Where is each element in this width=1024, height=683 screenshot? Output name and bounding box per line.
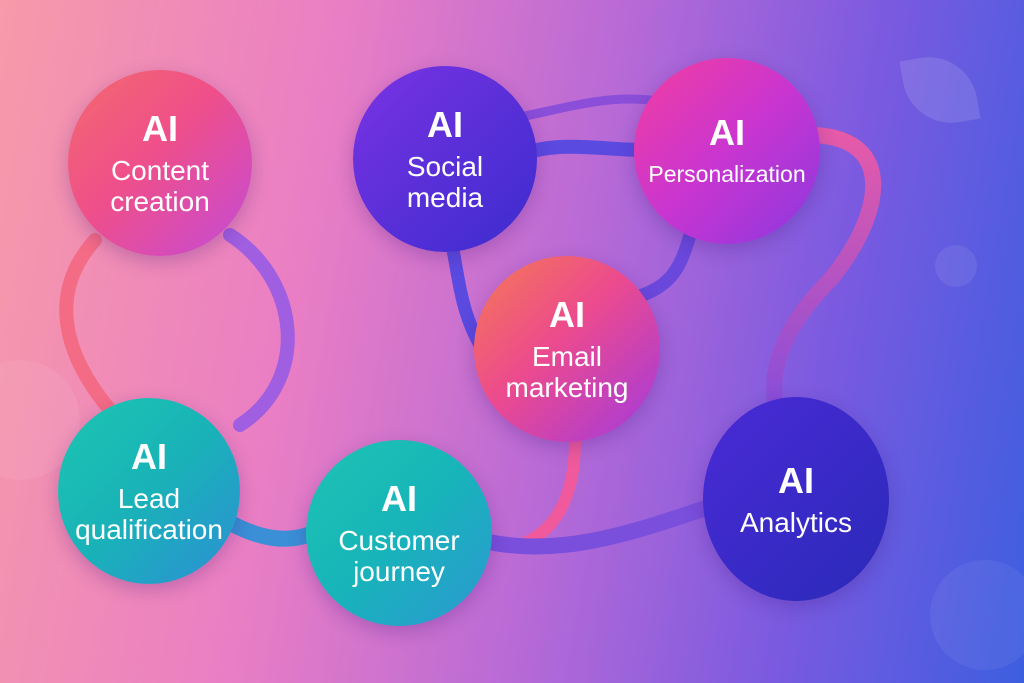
node-social-media: AI Social media bbox=[353, 66, 537, 252]
node-lead-qualification: AI Lead qualification bbox=[58, 398, 240, 584]
node-label: Content creation bbox=[110, 155, 210, 217]
node-label: Social media bbox=[406, 151, 484, 213]
connector-content-loop-left bbox=[59, 233, 117, 417]
node-label: Lead qualification bbox=[75, 483, 223, 545]
ai-badge: AI bbox=[778, 459, 814, 501]
connector-email-journey bbox=[514, 434, 581, 551]
decor-circle bbox=[935, 245, 977, 287]
ai-badge: AI bbox=[549, 294, 585, 335]
connector-content-loop-right bbox=[223, 228, 295, 432]
connector-personalization-analytics bbox=[766, 127, 882, 408]
node-label: Customer journey bbox=[338, 525, 460, 587]
ai-badge: AI bbox=[381, 478, 417, 519]
ai-badge: AI bbox=[709, 111, 745, 153]
node-customer-journey: AI Customer journey bbox=[306, 440, 492, 626]
node-personalization: AI Personalization bbox=[634, 58, 820, 244]
node-content-creation: AI Content creation bbox=[68, 70, 252, 256]
decor-circle bbox=[930, 560, 1024, 670]
ai-badge: AI bbox=[142, 108, 178, 149]
node-analytics: AI Analytics bbox=[703, 397, 889, 601]
connector-journey-analytics bbox=[472, 497, 723, 555]
node-label: Email marketing bbox=[505, 341, 629, 403]
node-email-marketing: AI Email marketing bbox=[474, 256, 660, 442]
connector-social-personalization bbox=[513, 139, 652, 162]
node-label: Personalization bbox=[648, 160, 806, 187]
ai-badge: AI bbox=[427, 104, 463, 145]
ai-badge: AI bbox=[131, 436, 167, 477]
node-label: Analytics bbox=[739, 506, 853, 538]
